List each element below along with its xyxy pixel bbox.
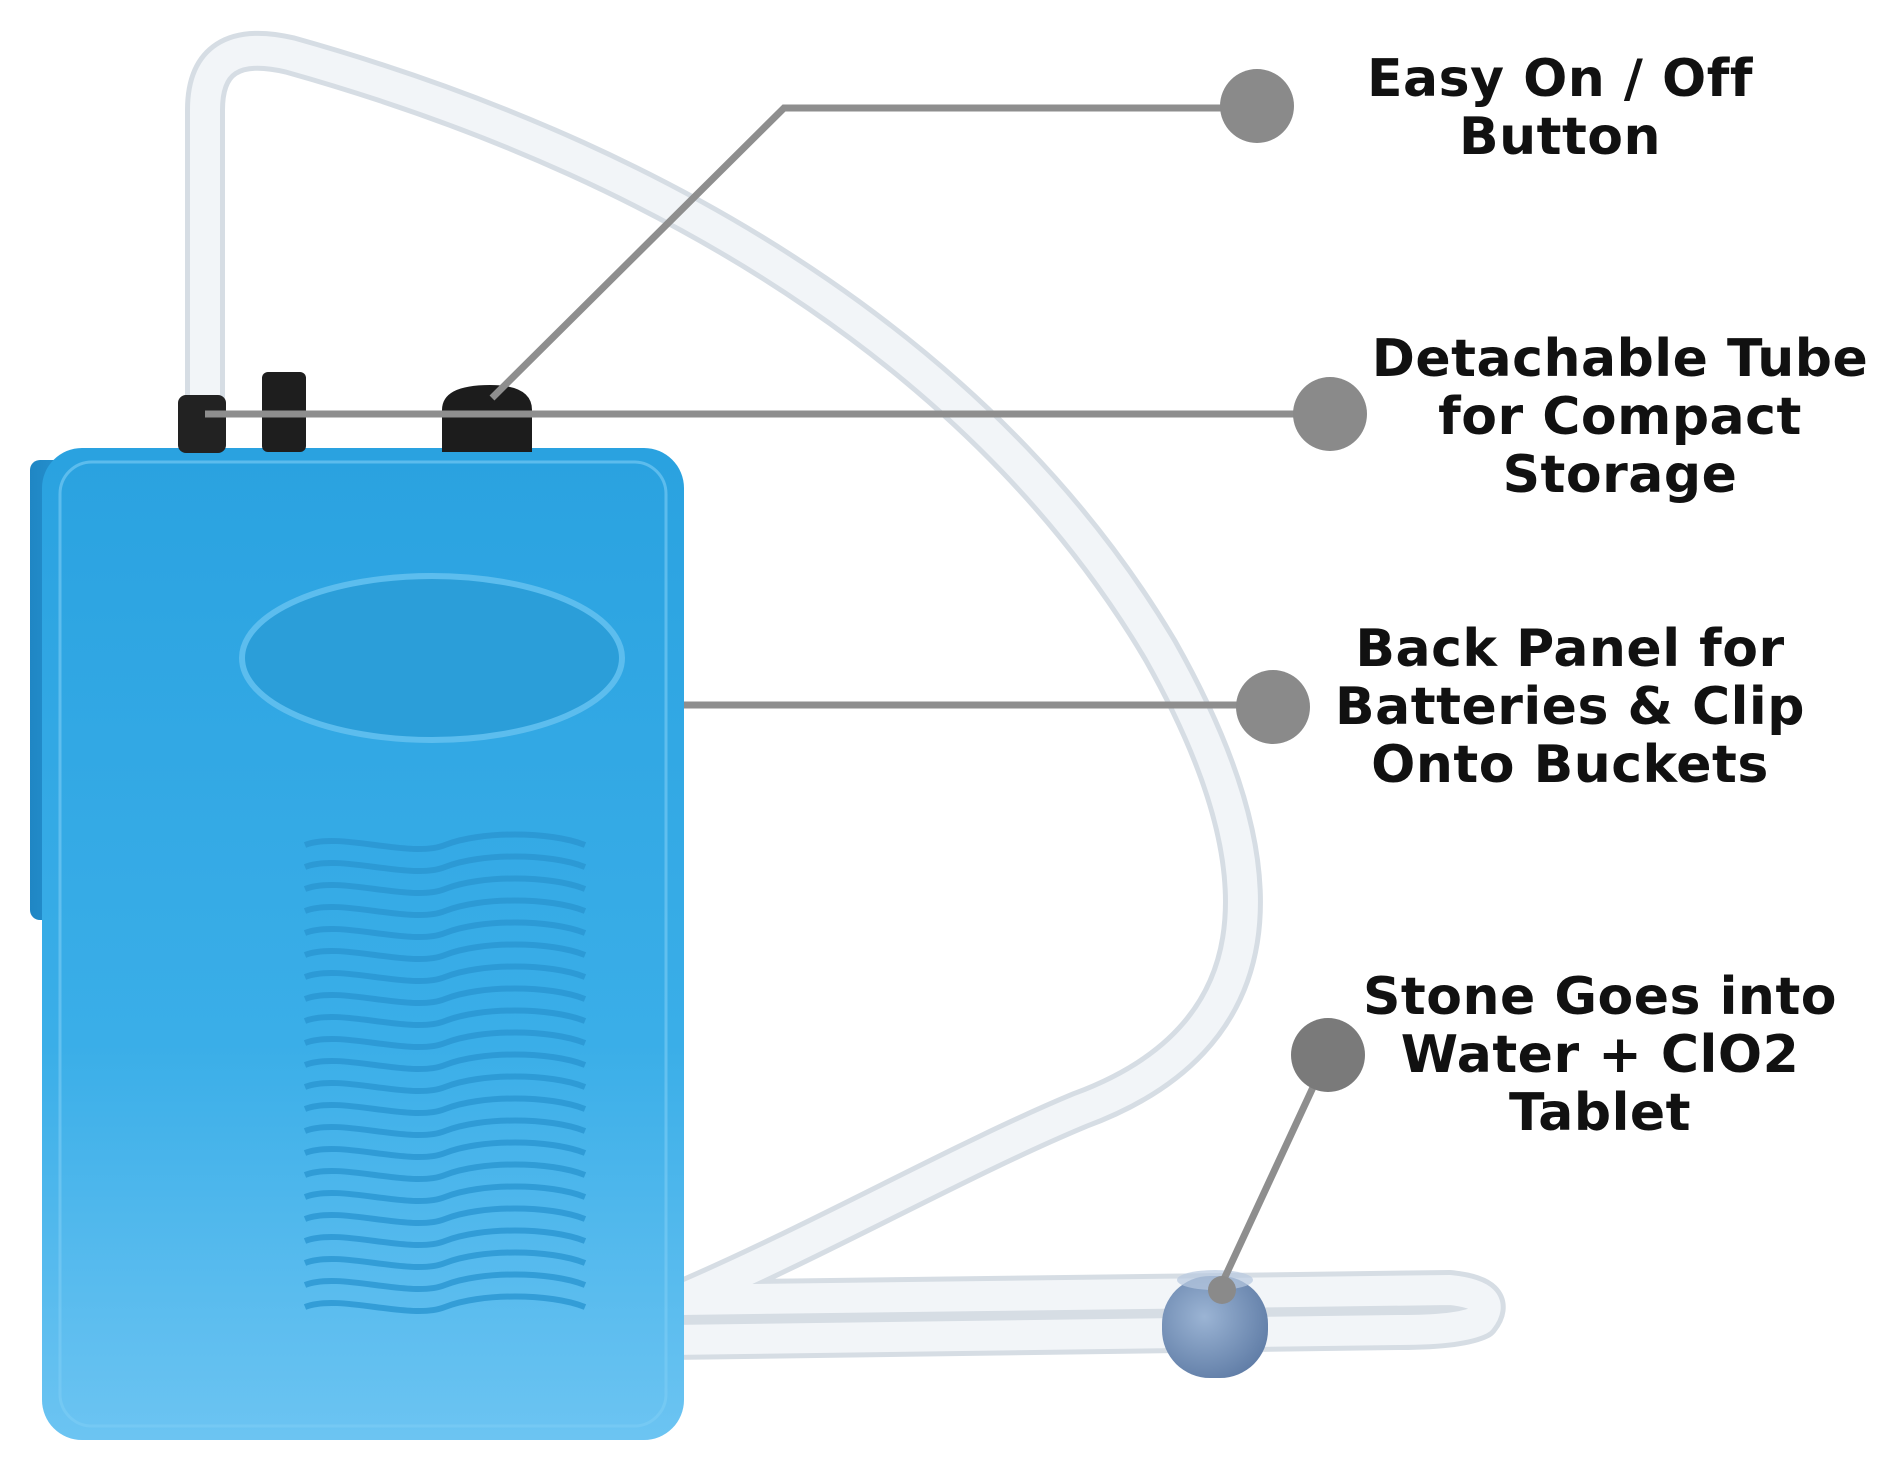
on-off-button <box>442 385 532 452</box>
leader-line-on-off <box>489 104 1257 401</box>
callout-stone-line-1: Stone Goes into <box>1362 967 1838 1027</box>
callout-dot-back <box>1236 670 1310 744</box>
callout-dot-tube <box>1293 377 1367 451</box>
callout-tube-line-3: Storage <box>1502 445 1738 505</box>
callout-dot-stone <box>1291 1018 1365 1092</box>
wave-line <box>303 853 587 875</box>
wave-line <box>303 1117 587 1139</box>
callout-stone-line-3: Tablet <box>1508 1083 1692 1143</box>
wave-line <box>303 1293 587 1315</box>
wave-line <box>303 1249 587 1271</box>
pump-label-oval <box>239 573 625 743</box>
wave-line <box>303 831 587 853</box>
callout-tube-line-2: for Compact <box>1438 387 1802 447</box>
callout-stone-line-2: Water + ClO2 <box>1400 1025 1800 1085</box>
wave-line <box>303 897 587 919</box>
air-tube <box>185 30 1506 1360</box>
callout-label-stone: Stone Goes into Water + ClO2 Tablet <box>1330 968 1870 1142</box>
wave-line <box>303 985 587 1007</box>
wave-line <box>303 1161 587 1183</box>
wave-line <box>303 919 587 941</box>
wave-line <box>303 963 587 985</box>
callout-on-off-line-2: Button <box>1458 107 1662 167</box>
stone-anchor-dot <box>1208 1276 1236 1304</box>
wave-line <box>303 1271 587 1293</box>
callout-on-off-line-1: Easy On / Off <box>1367 49 1753 109</box>
callout-back-line-1: Back Panel for <box>1355 619 1785 679</box>
wave-line <box>303 1029 587 1051</box>
leader-lines <box>205 104 1332 1294</box>
wave-line <box>303 941 587 963</box>
pump-wave-grille <box>303 831 587 1315</box>
wave-line <box>303 1051 587 1073</box>
wave-line <box>303 1007 587 1029</box>
callout-dot-on-off <box>1220 69 1294 143</box>
wave-line <box>303 1139 587 1161</box>
callout-label-on-off: Easy On / Off Button <box>1300 50 1820 166</box>
callout-back-line-3: Onto Buckets <box>1371 735 1769 795</box>
wave-line <box>303 1205 587 1227</box>
leader-line-stone <box>1214 1053 1332 1294</box>
callout-tube-line-1: Detachable Tube <box>1371 329 1869 389</box>
callout-back-line-2: Batteries & Clip <box>1335 677 1805 737</box>
wave-line <box>303 875 587 897</box>
air-pump <box>30 372 684 1440</box>
wave-line <box>303 1073 587 1095</box>
wave-line <box>303 1227 587 1249</box>
callout-label-back: Back Panel for Batteries & Clip Onto Buc… <box>1290 620 1850 794</box>
pump-highlight <box>58 460 668 1428</box>
wave-line <box>303 1095 587 1117</box>
tube-connector <box>178 395 226 453</box>
wave-line <box>303 1183 587 1205</box>
callout-label-tube: Detachable Tube for Compact Storage <box>1340 330 1900 504</box>
